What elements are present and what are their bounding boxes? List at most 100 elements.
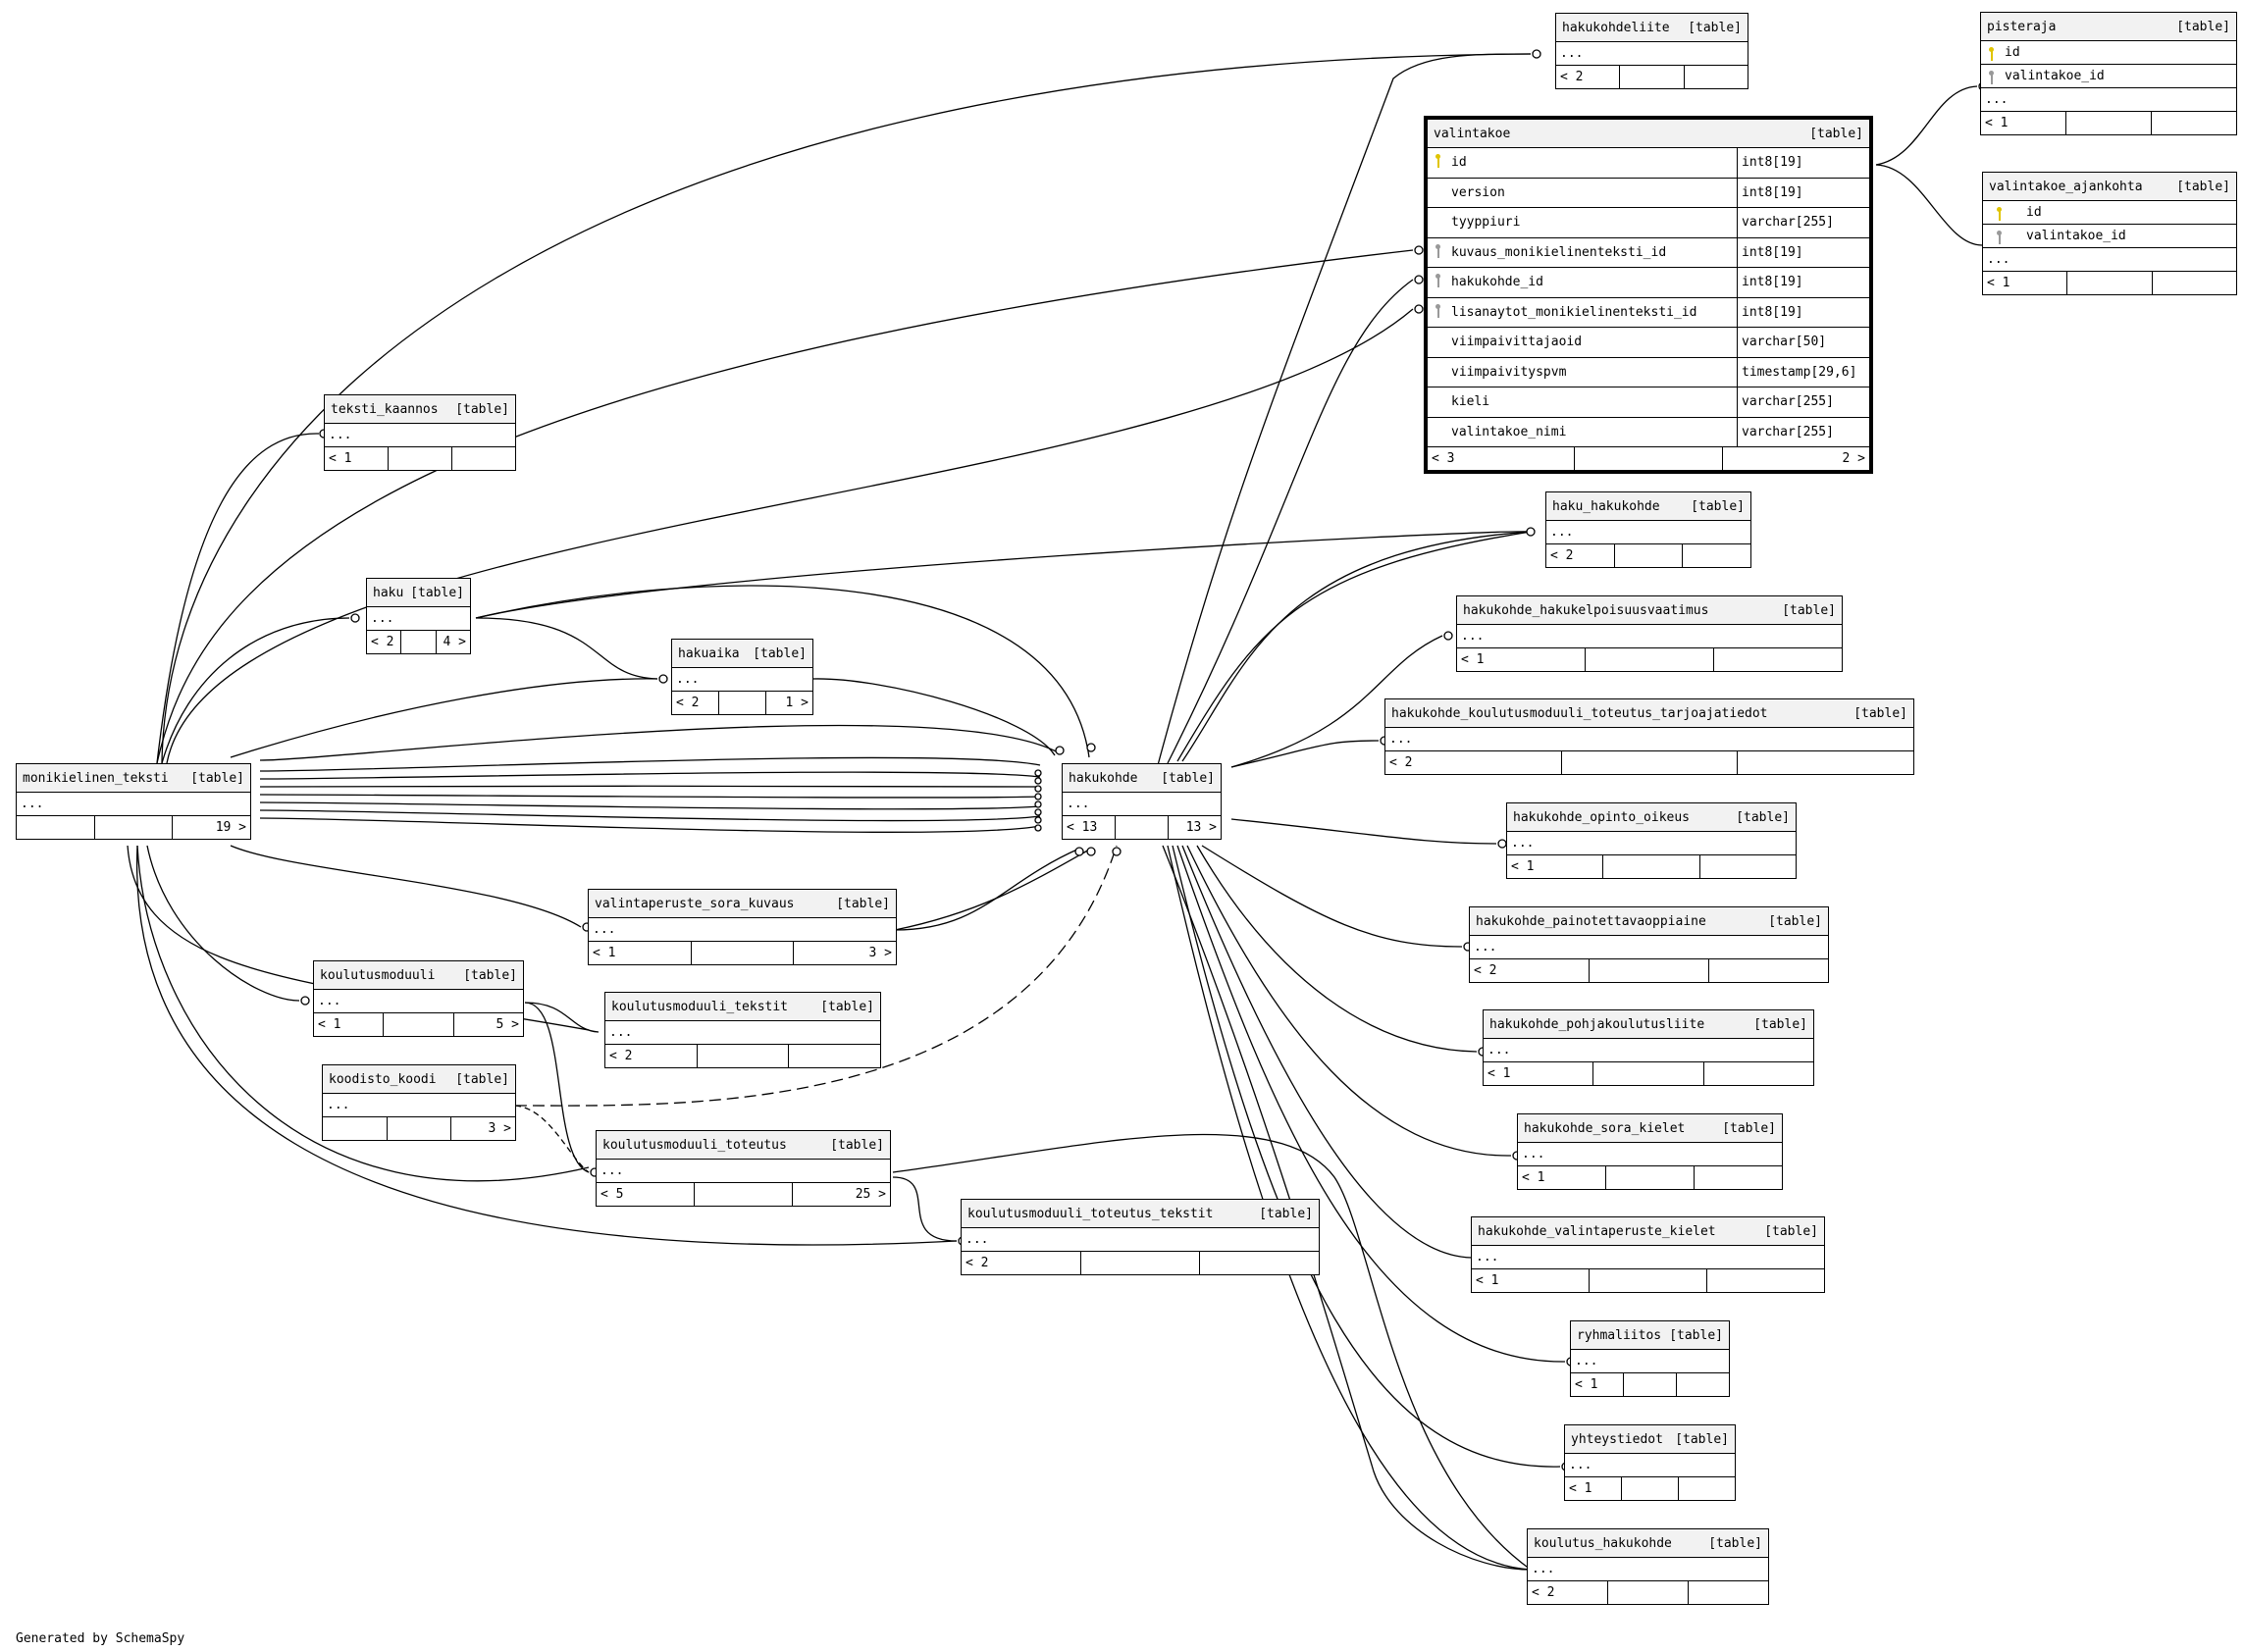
parents-count[interactable]: < 1 — [1484, 1062, 1594, 1085]
table-name[interactable]: koulutusmoduuli_tekstit — [611, 999, 789, 1014]
parents-count[interactable]: < 2 — [1556, 66, 1621, 88]
parents-count[interactable]: < 1 — [589, 942, 692, 964]
table-teksti-kaannos[interactable]: teksti_kaannos[table] ... < 1 — [324, 394, 516, 471]
table-name[interactable]: koodisto_koodi — [329, 1071, 437, 1087]
children-count[interactable] — [2152, 112, 2236, 134]
parents-count[interactable]: < 1 — [1981, 112, 2066, 134]
table-hakukohde-valintaperuste-kielet[interactable]: hakukohde_valintaperuste_kielet[table] .… — [1471, 1216, 1825, 1293]
table-name[interactable]: hakukohde_opinto_oikeus — [1513, 809, 1691, 825]
table-name[interactable]: valintaperuste_sora_kuvaus — [595, 896, 795, 911]
table-name[interactable]: yhteystiedot — [1571, 1431, 1663, 1447]
children-count[interactable]: 19 > — [215, 820, 247, 835]
children-count[interactable] — [1738, 751, 1913, 774]
parents-count[interactable]: < 1 — [1518, 1166, 1606, 1189]
parents-count[interactable]: < 5 — [597, 1183, 695, 1206]
table-hakukohde-koulutusmoduuli-toteutus-tarjoajatiedot[interactable]: hakukohde_koulutusmoduuli_toteutus_tarjo… — [1384, 698, 1914, 775]
table-name[interactable]: hakukohde_painotettavaoppiaine — [1476, 913, 1706, 929]
parents-count[interactable]: < 1 — [1472, 1269, 1590, 1292]
children-count[interactable] — [1200, 1252, 1319, 1274]
table-name[interactable]: koulutusmoduuli_toteutus — [602, 1137, 787, 1153]
children-count[interactable] — [1700, 855, 1796, 878]
children-count[interactable]: 13 > — [1185, 820, 1217, 835]
table-name[interactable]: valintakoe — [1434, 126, 1511, 141]
table-koulutusmoduuli-toteutus-tekstit[interactable]: koulutusmoduuli_toteutus_tekstit[table] … — [961, 1199, 1320, 1275]
parents-count[interactable]: < 13 — [1063, 816, 1116, 839]
table-name[interactable]: pisteraja — [1987, 19, 2057, 34]
table-name[interactable]: hakukohde_sora_kielet — [1524, 1120, 1686, 1136]
table-name[interactable]: hakuaika — [678, 645, 740, 661]
table-koodisto-koodi[interactable]: koodisto_koodi[table] ... 3 > — [322, 1064, 516, 1141]
children-count[interactable]: 2 > — [1842, 451, 1865, 466]
table-name[interactable]: hakukohde_valintaperuste_kielet — [1478, 1223, 1716, 1239]
parents-count[interactable]: < 2 — [962, 1252, 1081, 1274]
children-count[interactable] — [1685, 66, 1748, 88]
table-name[interactable]: hakukohde_koulutusmoduuli_toteutus_tarjo… — [1391, 705, 1768, 721]
table-koulutus-hakukohde[interactable]: koulutus_hakukohde[table] ... < 2 — [1527, 1528, 1769, 1605]
parents-count[interactable]: < 1 — [314, 1013, 385, 1036]
parents-count[interactable]: < 1 — [1457, 648, 1586, 671]
children-count[interactable] — [789, 1045, 880, 1067]
parents-count[interactable]: < 3 — [1428, 447, 1576, 470]
parents-count[interactable]: < 1 — [1983, 272, 2068, 294]
parents-count[interactable]: < 1 — [1571, 1373, 1624, 1396]
parents-count[interactable]: < 1 — [325, 447, 389, 470]
table-name[interactable]: monikielinen_teksti — [23, 770, 169, 786]
table-name[interactable]: hakukohde_pohjakoulutusliite — [1489, 1016, 1705, 1032]
table-monikielinen-teksti[interactable]: monikielinen_teksti[table] ... 19 > — [16, 763, 251, 840]
children-count[interactable]: 4 > — [443, 635, 466, 649]
table-yhteystiedot[interactable]: yhteystiedot[table] ... < 1 — [1564, 1424, 1736, 1501]
table-name[interactable]: koulutusmoduuli — [320, 967, 436, 983]
table-hakukohdeliite[interactable]: hakukohdeliite[table] ... < 2 — [1555, 13, 1748, 89]
parents-count[interactable] — [17, 816, 95, 839]
parents-count[interactable]: < 2 — [367, 631, 402, 653]
children-count[interactable] — [1689, 1581, 1768, 1604]
children-count[interactable] — [1714, 648, 1842, 671]
table-haku-hakukohde[interactable]: haku_hakukohde[table] ... < 2 — [1545, 491, 1751, 568]
parents-count[interactable]: < 2 — [605, 1045, 698, 1067]
table-koulutusmoduuli-tekstit[interactable]: koulutusmoduuli_tekstit[table] ... < 2 — [604, 992, 881, 1068]
table-hakukohde-painotettavaoppiaine[interactable]: hakukohde_painotettavaoppiaine[table] ..… — [1469, 906, 1829, 983]
table-hakukohde-opinto-oikeus[interactable]: hakukohde_opinto_oikeus[table] ... < 1 — [1506, 802, 1797, 879]
children-count[interactable] — [1709, 959, 1828, 982]
table-hakukohde-pohjakoulutusliite[interactable]: hakukohde_pohjakoulutusliite[table] ... … — [1483, 1009, 1814, 1086]
table-name[interactable]: ryhmaliitos — [1577, 1327, 1662, 1343]
children-count[interactable] — [1695, 1166, 1782, 1189]
children-count[interactable]: 1 > — [785, 696, 809, 710]
table-ryhmaliitos[interactable]: ryhmaliitos[table] ... < 1 — [1570, 1320, 1730, 1397]
parents-count[interactable] — [323, 1117, 388, 1140]
children-count[interactable] — [1679, 1477, 1735, 1500]
table-name[interactable]: haku — [373, 585, 404, 600]
children-count[interactable]: 3 > — [488, 1121, 512, 1136]
table-name[interactable]: koulutusmoduuli_toteutus_tekstit — [967, 1206, 1214, 1221]
table-hakukohde-hakukelpoisuusvaatimus[interactable]: hakukohde_hakukelpoisuusvaatimus[table] … — [1456, 595, 1843, 672]
children-count[interactable] — [452, 447, 515, 470]
table-valintakoe-ajankohta[interactable]: valintakoe_ajankohta[table] id valintako… — [1982, 172, 2237, 295]
parents-count[interactable]: < 2 — [1528, 1581, 1608, 1604]
children-count[interactable]: 3 > — [868, 946, 893, 960]
table-valintaperuste-sora-kuvaus[interactable]: valintaperuste_sora_kuvaus[table] ... < … — [588, 889, 897, 965]
table-name[interactable]: hakukohde — [1069, 770, 1138, 786]
table-name[interactable]: valintakoe_ajankohta — [1989, 179, 2143, 194]
children-count[interactable]: 25 > — [855, 1187, 886, 1202]
parents-count[interactable]: < 2 — [672, 692, 719, 714]
children-count[interactable] — [1683, 544, 1750, 567]
parents-count[interactable]: < 2 — [1470, 959, 1590, 982]
table-name[interactable]: hakukohde_hakukelpoisuusvaatimus — [1463, 602, 1709, 618]
table-name[interactable]: hakukohdeliite — [1562, 20, 1670, 35]
parents-count[interactable]: < 1 — [1507, 855, 1604, 878]
children-count[interactable] — [1677, 1373, 1729, 1396]
parents-count[interactable]: < 1 — [1565, 1477, 1622, 1500]
table-name[interactable]: teksti_kaannos — [331, 401, 439, 417]
table-hakukohde-sora-kielet[interactable]: hakukohde_sora_kielet[table] ... < 1 — [1517, 1113, 1783, 1190]
parents-count[interactable]: < 2 — [1385, 751, 1562, 774]
children-count[interactable] — [1707, 1269, 1824, 1292]
table-name[interactable]: koulutus_hakukohde — [1534, 1535, 1672, 1551]
children-count[interactable] — [2153, 272, 2236, 294]
table-name[interactable]: haku_hakukohde — [1552, 498, 1660, 514]
